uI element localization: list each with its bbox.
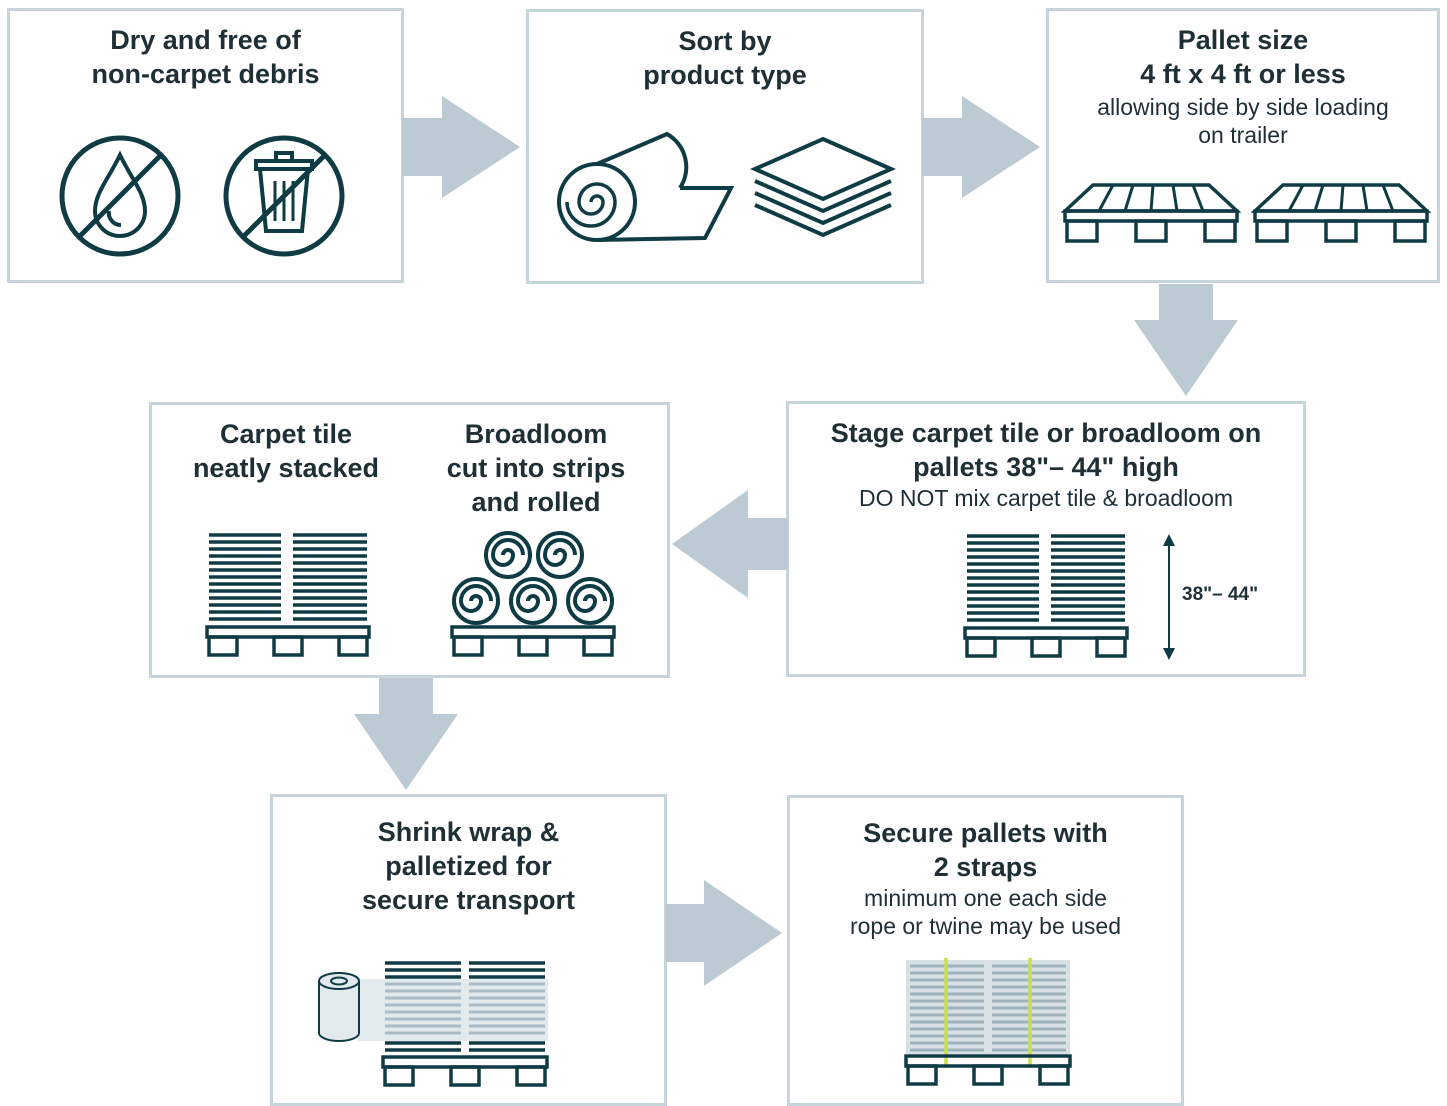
shrink-wrap-pallet-icon bbox=[318, 961, 549, 1087]
step-title: Dry and free of non-carpet debris bbox=[91, 25, 320, 89]
flow-arrow-down bbox=[1134, 284, 1238, 396]
step-box-straps: Secure pallets with 2 straps minimum one… bbox=[787, 795, 1184, 1106]
step-box-stage: Stage carpet tile or broadloom on pallet… bbox=[786, 401, 1306, 677]
step-subtitle: minimum one each side rope or twine may … bbox=[849, 885, 1122, 939]
stacked-tile-pallet-icon bbox=[205, 533, 371, 657]
pallet-icon bbox=[1250, 183, 1432, 243]
step-title: Secure pallets with 2 straps bbox=[863, 818, 1108, 882]
step-box-pallet-size: Pallet size 4 ft x 4 ft or less allowing… bbox=[1046, 8, 1440, 283]
step-title: Sort by product type bbox=[643, 26, 807, 90]
step-box-sort: Sort by product type bbox=[526, 9, 924, 284]
strapped-pallet-icon bbox=[904, 958, 1072, 1086]
height-arrow-icon bbox=[1163, 534, 1175, 660]
step-box-dry-debris: Dry and free of non-carpet debris bbox=[7, 8, 404, 283]
step-subtitle: DO NOT mix carpet tile & broadloom bbox=[858, 485, 1234, 511]
step-box-tile-broadloom: Carpet tile neatly stacked Broadloom cut… bbox=[149, 402, 670, 678]
step-subtitle: allowing side by side loading on trailer bbox=[1097, 94, 1389, 148]
step-box-shrink-wrap: Shrink wrap & palletized for secure tran… bbox=[270, 794, 667, 1106]
step-title-carpet-tile: Carpet tile neatly stacked bbox=[192, 419, 380, 483]
no-trash-icon bbox=[223, 135, 345, 257]
step-title: Pallet size 4 ft x 4 ft or less bbox=[1140, 25, 1346, 89]
flow-arrow-right bbox=[402, 96, 520, 198]
carpet-tile-stack-icon bbox=[750, 136, 896, 238]
flow-arrow-left bbox=[672, 490, 788, 598]
flow-arrow-right bbox=[922, 96, 1040, 198]
carpet-roll-icon bbox=[557, 131, 735, 242]
step-title: Stage carpet tile or broadloom on pallet… bbox=[830, 418, 1262, 482]
rolled-broadloom-pallet-icon bbox=[450, 531, 616, 657]
pallet-icon bbox=[1060, 183, 1242, 243]
stacked-pallet-icon bbox=[963, 534, 1129, 658]
step-title: Shrink wrap & palletized for secure tran… bbox=[361, 817, 576, 915]
step-title-broadloom: Broadloom cut into strips and rolled bbox=[446, 419, 626, 517]
flow-arrow-right bbox=[666, 880, 782, 986]
height-label: 38"– 44" bbox=[1182, 584, 1259, 605]
flow-arrow-down bbox=[354, 678, 458, 790]
no-water-icon bbox=[59, 135, 181, 257]
